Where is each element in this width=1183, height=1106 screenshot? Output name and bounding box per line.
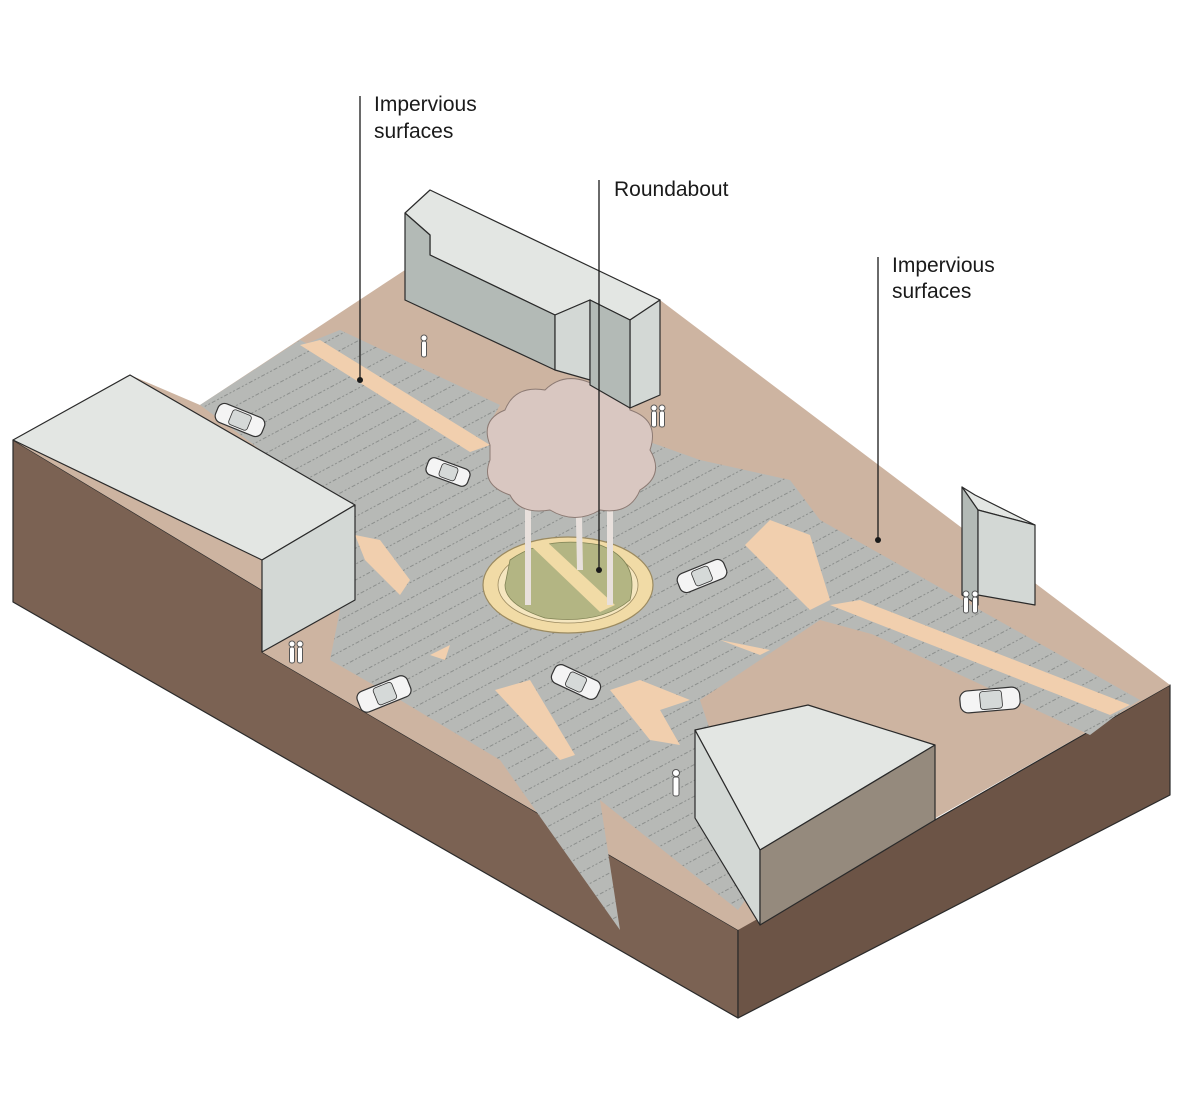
building-side-wall	[978, 510, 1035, 605]
label-roundabout: Roundabout	[614, 178, 729, 201]
roundabout	[483, 537, 653, 633]
person-icon	[963, 591, 969, 613]
person-icon	[972, 591, 978, 613]
person-icon	[297, 641, 303, 663]
car	[959, 686, 1021, 713]
label-line: Roundabout	[614, 178, 729, 201]
label-line: Impervious	[892, 254, 995, 277]
person-icon	[673, 770, 680, 797]
label-impervious-surfaces-left: Impervious surfaces	[374, 93, 483, 143]
label-line: surfaces	[892, 280, 971, 303]
person-icon	[651, 405, 657, 427]
leader-dot	[875, 537, 881, 543]
leader-dot	[596, 567, 602, 573]
label-line: surfaces	[374, 120, 453, 143]
label-line: Impervious	[374, 93, 477, 116]
leader-dot	[357, 377, 363, 383]
person-icon	[289, 641, 295, 663]
person-icon	[659, 405, 665, 427]
building-right	[962, 487, 1035, 605]
label-impervious-surfaces-right: Impervious surfaces	[892, 254, 1001, 303]
person-icon	[421, 335, 427, 357]
